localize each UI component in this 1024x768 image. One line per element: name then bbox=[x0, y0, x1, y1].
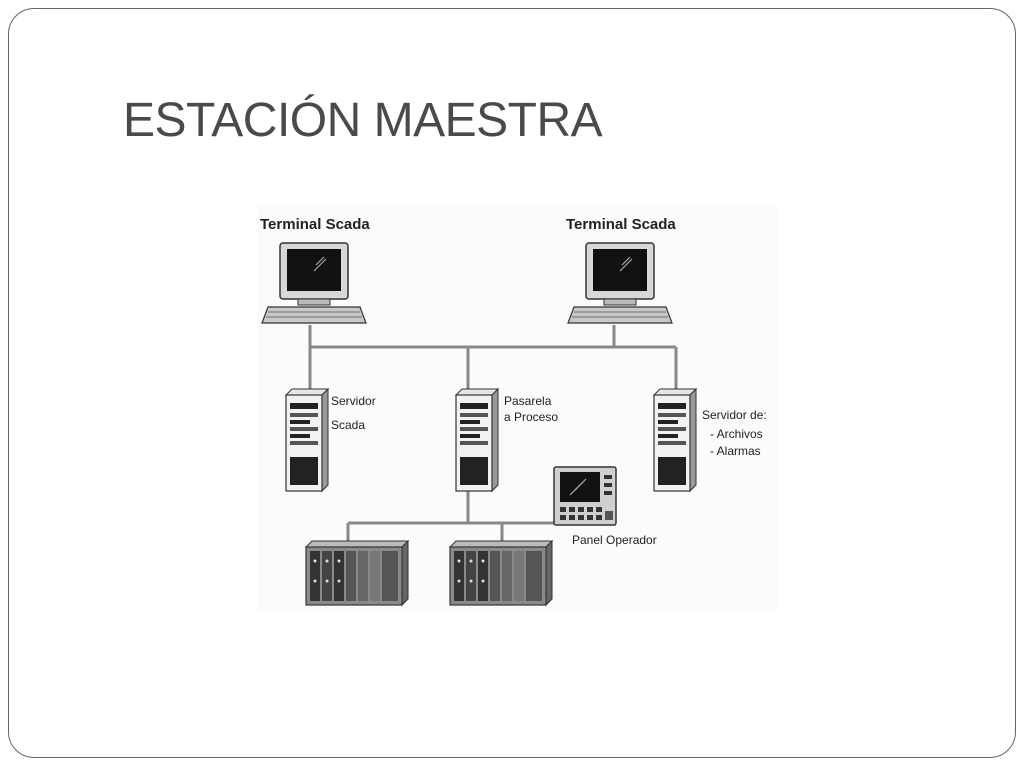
gateway-label-line1: Pasarela bbox=[504, 394, 552, 408]
scada-network-diagram: Terminal Scada Terminal Scada bbox=[258, 205, 778, 610]
server-scada-label-line1: Servidor bbox=[331, 394, 376, 408]
server-scada-label-line2: Scada bbox=[331, 418, 365, 432]
file-server-label-line2: - Archivos bbox=[710, 427, 763, 441]
server-scada-icon bbox=[284, 387, 330, 493]
network-lines bbox=[308, 325, 678, 543]
file-server-label-line1: Servidor de: bbox=[702, 408, 767, 422]
terminal-scada-left-label: Terminal Scada bbox=[260, 216, 370, 233]
gateway-label-line2: a Proceso bbox=[504, 410, 558, 424]
gateway-server-icon bbox=[454, 387, 500, 493]
file-server-label-line3: - Alarmas bbox=[710, 444, 761, 458]
plc-rack-right-icon bbox=[448, 539, 554, 607]
terminal-scada-right-label: Terminal Scada bbox=[566, 216, 676, 233]
file-server-icon bbox=[652, 387, 698, 493]
operator-panel-icon bbox=[553, 466, 617, 526]
slide-title: ESTACIÓN MAESTRA bbox=[123, 94, 603, 147]
plc-rack-left-icon bbox=[304, 539, 410, 607]
terminal-computer-right-icon bbox=[567, 242, 673, 324]
operator-panel-label: Panel Operador bbox=[572, 533, 657, 547]
terminal-computer-left-icon bbox=[261, 242, 367, 324]
